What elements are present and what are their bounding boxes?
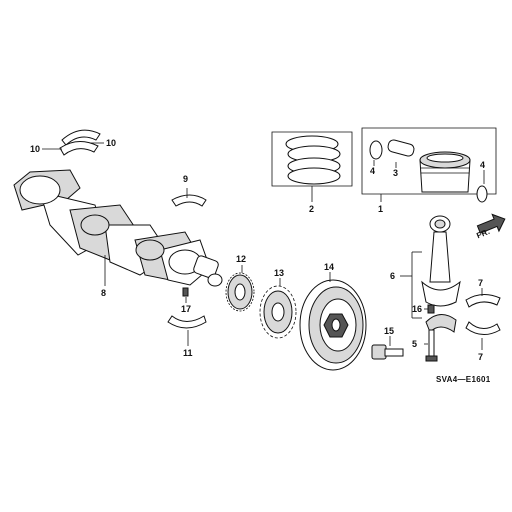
label-10-right: 10 <box>106 138 116 148</box>
label-3: 3 <box>393 168 398 178</box>
crankshaft <box>13 169 223 287</box>
rod-bearing-upper-7 <box>465 294 501 308</box>
label-2: 2 <box>309 204 314 214</box>
label-10-left: 10 <box>30 144 40 154</box>
label-1: 1 <box>378 204 383 214</box>
label-14: 14 <box>324 262 334 272</box>
main-bearing-upper <box>59 129 101 156</box>
snap-ring-right <box>476 185 488 203</box>
rod-bolt-5 <box>425 329 438 362</box>
label-8: 8 <box>101 288 106 298</box>
piston-pin-3 <box>387 139 415 157</box>
key-17 <box>182 287 189 297</box>
label-4-left: 4 <box>370 166 375 176</box>
piston <box>419 151 471 193</box>
crank-pulley-14 <box>299 279 367 371</box>
bearing-9 <box>171 194 207 207</box>
front-direction-arrow <box>476 213 506 234</box>
bearing-11 <box>167 315 207 329</box>
label-12: 12 <box>236 254 246 264</box>
sprocket-13 <box>259 285 297 339</box>
piston-rings-2 <box>271 131 353 187</box>
pulley-bolt-15 <box>371 344 404 360</box>
label-6: 6 <box>390 271 395 281</box>
label-16: 16 <box>412 304 422 314</box>
label-7-bottom: 7 <box>478 352 483 362</box>
label-5: 5 <box>412 339 417 349</box>
label-15: 15 <box>384 326 394 336</box>
label-4-right: 4 <box>480 160 485 170</box>
rod-bearing-lower-7 <box>465 321 501 335</box>
timing-gear-12 <box>225 272 255 312</box>
rod-nut-16 <box>427 304 435 314</box>
label-11: 11 <box>183 348 193 358</box>
label-13: 13 <box>274 268 284 278</box>
label-17: 17 <box>181 304 191 314</box>
connecting-rod-6 <box>421 215 461 333</box>
label-7-top: 7 <box>478 278 483 288</box>
snap-ring-left <box>369 140 383 160</box>
label-9: 9 <box>183 174 188 184</box>
diagram-code: SVA4—E1601 <box>436 375 491 384</box>
